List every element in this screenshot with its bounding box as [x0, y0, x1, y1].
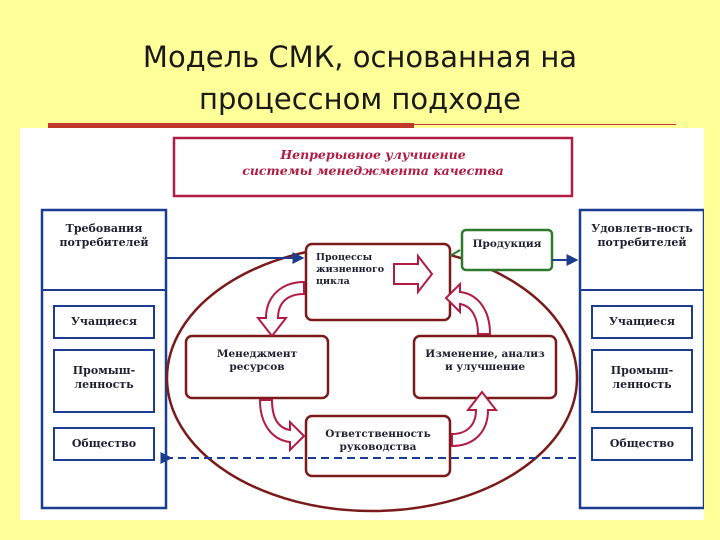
curved-arrow-top-left-icon: [255, 280, 305, 338]
lifecycle-to-product-line: [449, 249, 461, 257]
right-header-label: Удовлетв-ность потребителей: [580, 222, 704, 250]
right-box-students: [591, 305, 693, 339]
box-resource-management: [184, 334, 330, 400]
continuous-improvement-box: [172, 136, 574, 198]
left-header-label: Требования потребителей: [42, 222, 166, 250]
improvement-label-line-2: системы менеджмента качества: [242, 162, 504, 178]
qms-process-diagram: [40, 136, 704, 513]
right-industry-line-2: ленность: [612, 377, 672, 391]
improvement-label: Непрерывное улучшение системы менеджмент…: [174, 147, 572, 178]
lifecycle-label-line-2: жизненного: [316, 263, 385, 275]
right-students-label: Учащиеся: [609, 315, 675, 328]
slide-title: Модель СМК, основанная на процессном под…: [0, 36, 720, 120]
lifecycle-inner-arrow-icon: [393, 253, 434, 295]
title-underline-thick: [48, 123, 414, 128]
curved-arrow-top-right-icon: [444, 281, 492, 335]
left-industry-line-1: Промыш-: [72, 364, 136, 377]
box-management-responsibility: [304, 414, 452, 478]
analysis-label-line-1: Изменение, анализ: [425, 348, 545, 360]
right-industry-label: Промыш- ленность: [592, 364, 692, 392]
left-students-label: Учащиеся: [71, 315, 137, 328]
left-industry-label: Промыш- ленность: [54, 364, 154, 392]
lifecycle-label-line-1: Процессы: [316, 252, 373, 263]
right-industry-line-1: Промыш-: [610, 364, 674, 377]
resources-label: Менеджмент ресурсов: [186, 348, 328, 374]
leadership-label-line-2: руководства: [339, 441, 417, 454]
left-industry-line-2: ленность: [74, 377, 134, 391]
right-society-label: Общество: [609, 437, 675, 450]
left-header-line-2: потребителей: [59, 235, 149, 249]
left-box-students: [53, 305, 155, 339]
leadership-label-line-1: Ответственность: [325, 428, 431, 440]
left-society-label: Общество: [71, 437, 137, 450]
slide-title-line-1: Модель СМК, основанная на: [142, 40, 578, 74]
right-header-line-1: Удовлетв-ность: [591, 222, 693, 235]
left-header-line-1: Требования: [65, 222, 143, 235]
right-header-line-2: потребителей: [597, 235, 687, 249]
lifecycle-label-line-3: цикла: [316, 275, 350, 287]
right-box-society: [591, 427, 693, 461]
lifecycle-label: Процессы жизненного цикла: [316, 252, 384, 288]
curved-arrow-bottom-left-icon: [258, 399, 306, 453]
box-product: [460, 228, 554, 272]
improvement-label-line-1: Непрерывное улучшение: [280, 147, 466, 162]
left-box-society: [53, 427, 155, 461]
right-box-industry: [591, 349, 693, 413]
product-label: Продукция: [472, 238, 542, 250]
left-box-industry: [53, 349, 155, 413]
title-underline-thin: [414, 124, 676, 125]
analysis-label: Изменение, анализ и улучшение: [414, 348, 556, 374]
curved-arrow-bottom-right-icon: [451, 390, 499, 448]
resources-label-line-1: Менеджмент: [216, 348, 298, 360]
analysis-label-line-2: и улучшение: [444, 361, 526, 374]
resources-label-line-2: ресурсов: [229, 361, 285, 374]
leadership-label: Ответственность руководства: [306, 428, 450, 454]
slide-title-line-2: процессном подходе: [199, 82, 521, 116]
